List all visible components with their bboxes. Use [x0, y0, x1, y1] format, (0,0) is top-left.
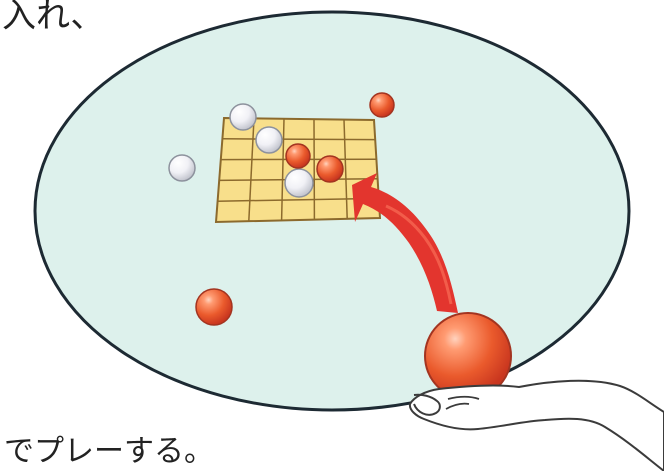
bottom-caption: でプレーする。 [4, 434, 214, 469]
grid-vertical-line [343, 119, 348, 219]
thumb-line [413, 393, 441, 416]
red-ball [369, 92, 395, 118]
white-ball [168, 154, 196, 182]
grid-horizontal-line [217, 197, 379, 202]
grid-vertical-line [280, 118, 285, 221]
finger-line [447, 395, 480, 400]
curved-arrow-icon [352, 173, 458, 313]
finger-line-2 [445, 402, 470, 410]
red-ball [285, 143, 311, 169]
white-ball [284, 168, 314, 198]
top-caption: 入れ、 [2, 0, 105, 36]
grid-horizontal-line [222, 138, 376, 141]
white-ball [255, 126, 283, 154]
arrow-highlight [385, 204, 453, 305]
red-ball [195, 288, 233, 326]
white-ball [229, 103, 257, 131]
red-ball [316, 155, 344, 183]
grid-vertical-line [248, 118, 255, 222]
throwing-hand [408, 379, 664, 471]
balls [168, 92, 512, 400]
hand-icon [408, 379, 664, 471]
